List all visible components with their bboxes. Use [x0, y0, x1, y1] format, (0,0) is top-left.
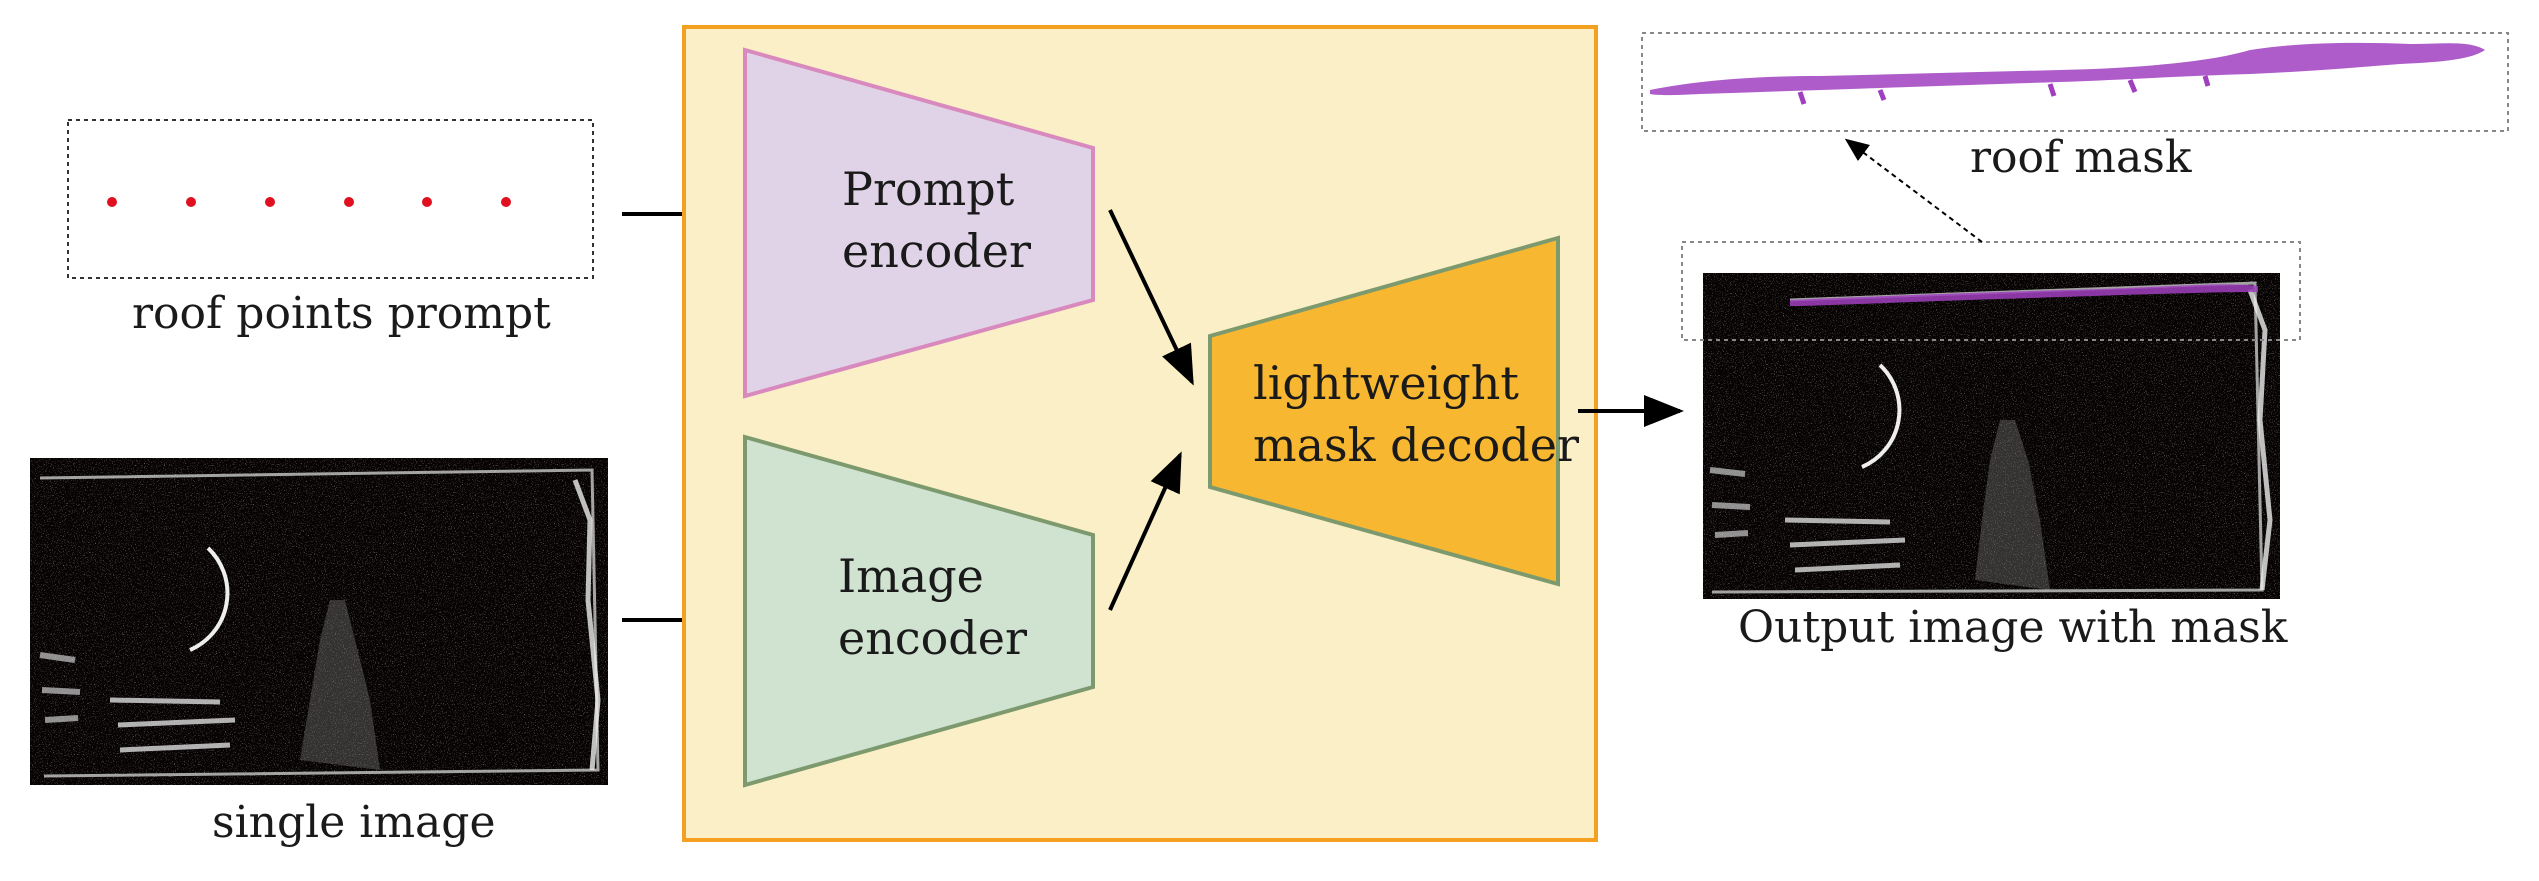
image-encoder-line-1: Image: [838, 549, 984, 603]
output-mask-overlay: [1790, 284, 2258, 306]
image-encoder-line-2: encoder: [838, 611, 1027, 665]
output-mask-region-box: [1681, 241, 2301, 341]
single-image: [30, 458, 608, 785]
prompt-encoder-block: [743, 47, 1095, 399]
points-prompt-caption: roof points prompt: [132, 288, 551, 339]
mask-decoder-block: [1208, 235, 1560, 587]
prompt-encoder-line-1: Prompt: [842, 162, 1015, 216]
points-prompt-box: [67, 119, 594, 279]
roof-mask-caption: roof mask: [1970, 132, 2192, 183]
roof-point: [265, 197, 275, 207]
roof-point: [186, 197, 196, 207]
arrow-prompt-to-decoder: [1108, 209, 1194, 386]
output-image-caption: Output image with mask: [1738, 602, 2288, 653]
roof-mask-box: [1641, 32, 2509, 132]
mask-decoder-line-1: lightweight: [1253, 356, 1519, 410]
mask-decoder-line-2: mask decoder: [1253, 418, 1579, 472]
prompt-encoder-label: Prompt encoder: [842, 158, 1031, 282]
single-image-caption: single image: [212, 797, 496, 848]
roof-point: [501, 197, 511, 207]
mask-decoder-label: lightweight mask decoder: [1253, 352, 1579, 476]
image-encoder-block: [743, 434, 1095, 788]
roof-point: [422, 197, 432, 207]
roof-points: [107, 197, 511, 207]
arrow-output-to-roof-mask: [1844, 138, 1983, 243]
arrow-image-to-decoder: [1108, 451, 1182, 611]
roof-mask-shape: [1650, 42, 2485, 96]
roof-point: [344, 197, 354, 207]
output-image: [1703, 273, 2280, 599]
prompt-encoder-line-2: encoder: [842, 224, 1031, 278]
image-encoder-label: Image encoder: [838, 545, 1027, 669]
roof-point: [107, 197, 117, 207]
